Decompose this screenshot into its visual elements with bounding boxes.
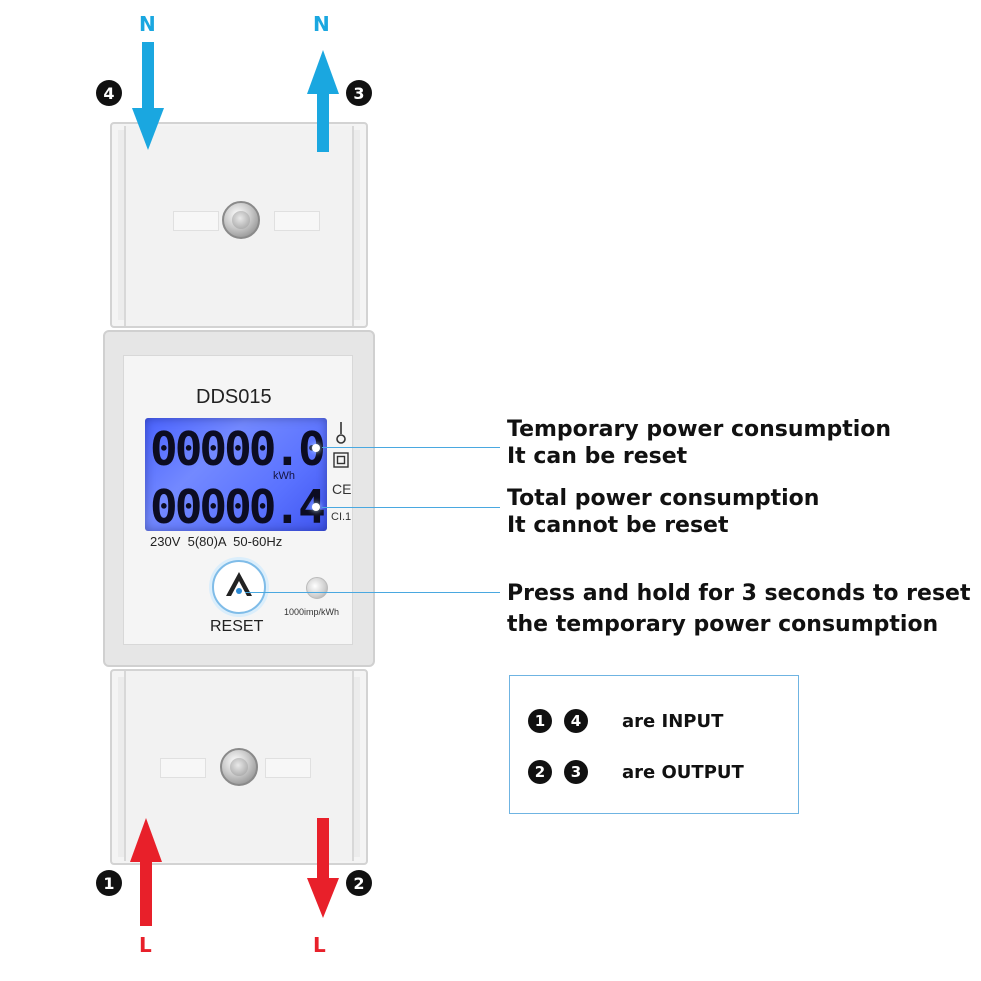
meter-model: DDS015	[196, 386, 272, 408]
reset-callout-line	[245, 592, 500, 593]
terminal-badge-3: 3	[346, 80, 372, 106]
neutral-output-arrow-icon	[307, 50, 339, 152]
legend-input-text: are INPUT	[622, 710, 724, 732]
reset-callout: Press and hold for 3 seconds to reset th…	[507, 578, 970, 640]
terminal-badge-1: 1	[96, 870, 122, 896]
top-left-phase-label: N	[139, 12, 156, 36]
legend-badge-3: 3	[564, 760, 588, 784]
neutral-input-arrow-icon	[132, 42, 164, 150]
bottom-terminal-screw	[220, 748, 258, 786]
reset-label: RESET	[210, 618, 264, 635]
total-callout-title: Total power consumption	[507, 486, 820, 511]
legend-input-row: 1 4 are INPUT	[528, 709, 723, 733]
total-callout-line	[322, 507, 500, 508]
temporary-callout-note: It can be reset	[507, 444, 688, 469]
double-insulation-icon	[333, 452, 349, 468]
live-output-arrow-icon	[307, 818, 339, 918]
temporary-indicator-dot	[312, 444, 320, 452]
total-callout-note: It cannot be reset	[507, 513, 729, 538]
legend-badge-1: 1	[528, 709, 552, 733]
bottom-terminal-slot-left	[160, 758, 206, 778]
temporary-callout: Temporary power consumption It can be re…	[507, 416, 891, 470]
terminal-badge-2: 2	[346, 870, 372, 896]
accuracy-class: CI.1	[331, 511, 352, 523]
top-terminal-screw	[222, 201, 260, 239]
live-input-arrow-icon	[130, 818, 162, 926]
lcd-total-reading: 00000.4	[150, 480, 326, 534]
ce-mark: CE	[332, 481, 352, 497]
impulse-rate-label: 1000imp/kWh	[284, 607, 340, 617]
lcd-display	[145, 418, 327, 531]
meter-ratings: 230V 5(80)A 50-60Hz	[150, 534, 283, 549]
lcd-temporary-reading: 00000.0	[150, 422, 326, 476]
bottom-left-phase-label: L	[139, 933, 152, 957]
temporary-callout-title: Temporary power consumption	[507, 417, 892, 442]
total-callout: Total power consumption It cannot be res…	[507, 485, 819, 539]
lcd-unit: kWh	[273, 470, 295, 482]
terminal-legend-box: 1 4 are INPUT 2 3 are OUTPUT	[509, 675, 799, 814]
legend-badge-2: 2	[528, 760, 552, 784]
pulse-symbol-icon	[336, 422, 346, 444]
top-terminal-slot-right	[274, 211, 320, 231]
top-right-phase-label: N	[313, 12, 330, 36]
bottom-right-phase-label: L	[313, 933, 326, 957]
temporary-callout-line	[322, 447, 500, 448]
reset-button[interactable]	[212, 560, 266, 614]
total-indicator-dot	[312, 503, 320, 511]
top-terminal-slot-left	[173, 211, 219, 231]
legend-output-text: are OUTPUT	[622, 761, 744, 783]
reset-arrow-icon	[226, 572, 252, 596]
impulse-led-icon	[306, 577, 328, 599]
reset-callout-line2: the temporary power consumption	[507, 612, 939, 637]
reset-callout-line1: Press and hold for 3 seconds to reset	[507, 581, 971, 606]
legend-output-row: 2 3 are OUTPUT	[528, 760, 744, 784]
terminal-badge-4: 4	[96, 80, 122, 106]
bottom-terminal-slot-right	[265, 758, 311, 778]
legend-badge-4: 4	[564, 709, 588, 733]
